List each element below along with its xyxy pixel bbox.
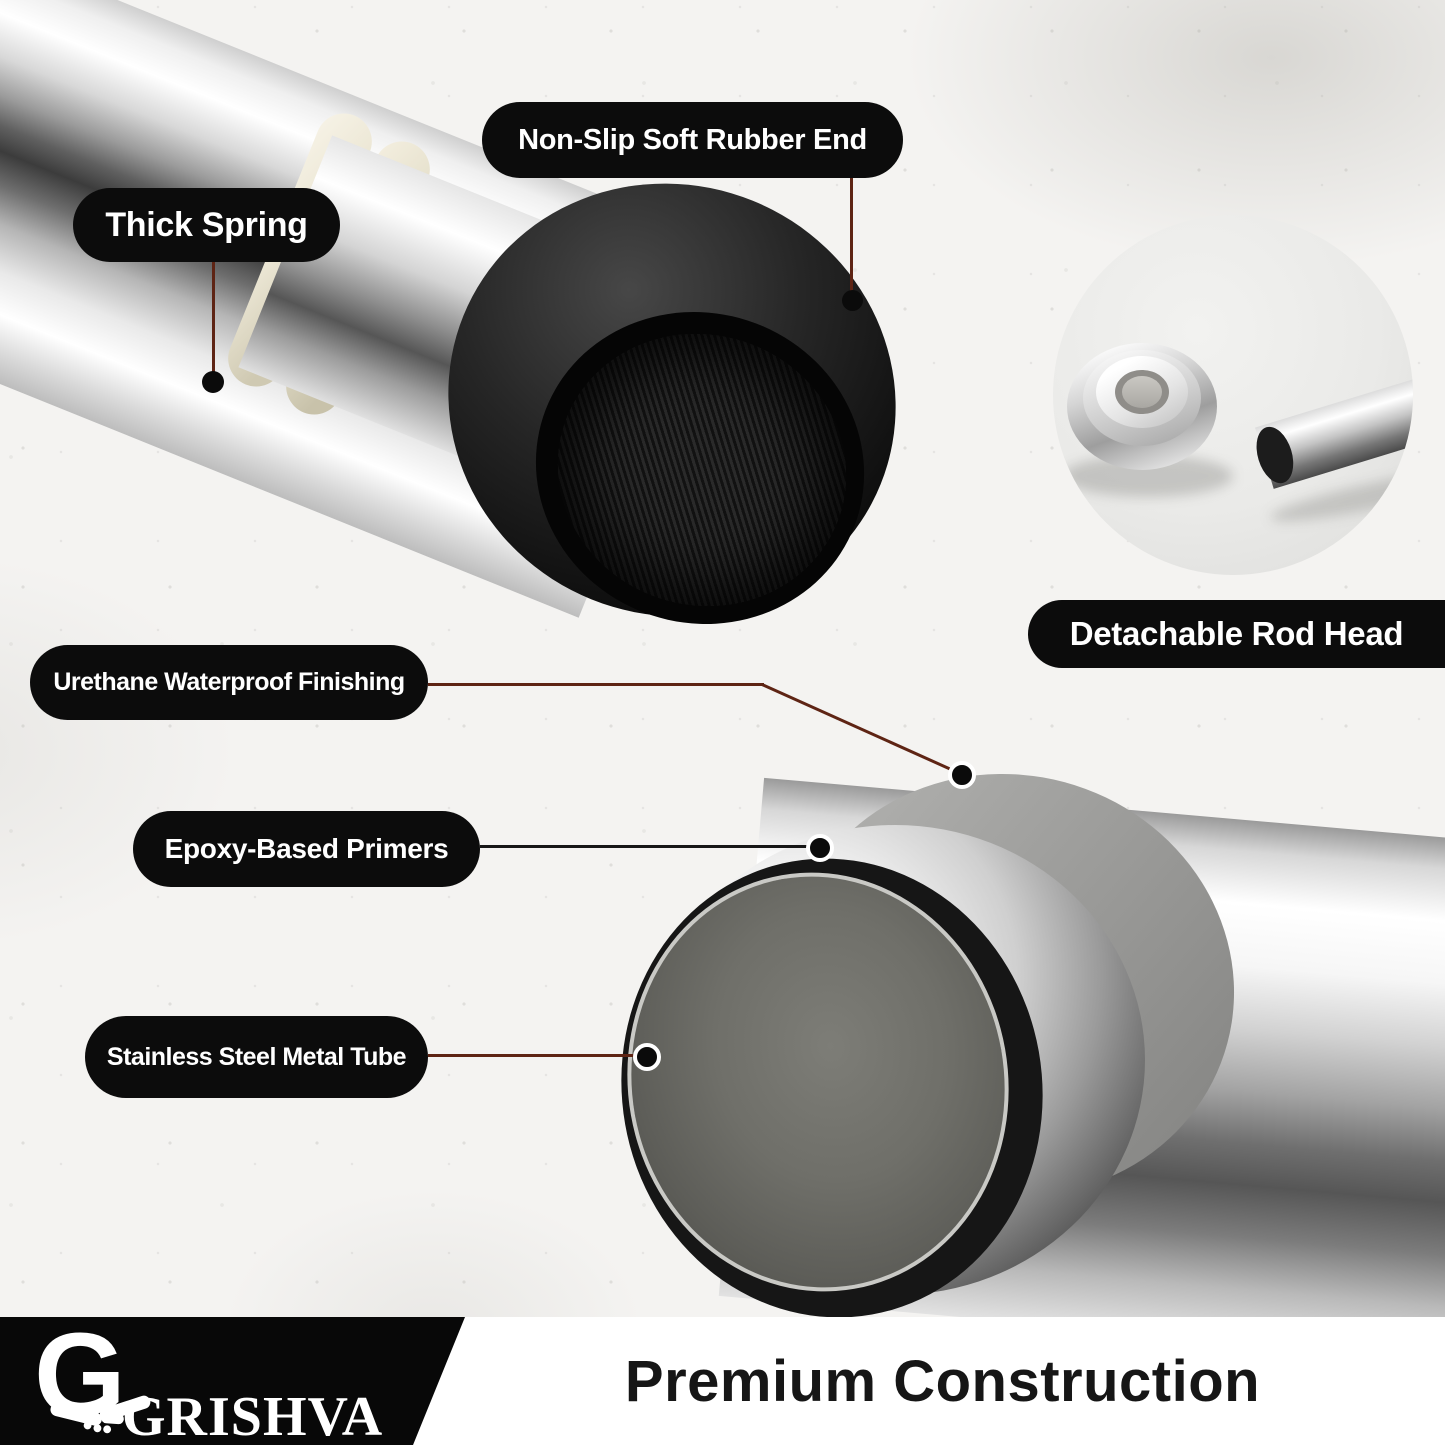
brand-name: GRISHVA	[122, 1386, 384, 1445]
callout-non-slip: Non-Slip Soft Rubber End	[482, 102, 903, 178]
footer-title: Premium Construction	[624, 1348, 1261, 1414]
footer-title-wrap: Premium Construction	[440, 1317, 1445, 1445]
footer-logo-panel: G GRISHVA	[0, 1317, 465, 1445]
rod-tip	[1250, 369, 1413, 489]
dot-urethane	[948, 761, 976, 789]
lead-urethane-diag	[761, 683, 962, 776]
handshake-icon	[50, 1395, 151, 1434]
dot-stainless	[633, 1043, 661, 1071]
lead-thick-spring	[212, 262, 215, 372]
lead-stainless	[428, 1054, 648, 1057]
dot-epoxy	[806, 834, 834, 862]
flange-hole	[1122, 376, 1162, 408]
rod-head-inset	[1053, 215, 1413, 575]
callout-thick-spring: Thick Spring	[73, 188, 340, 262]
footer-bar: G GRISHVA Premium Construction	[0, 1317, 1445, 1445]
lead-non-slip	[850, 178, 853, 292]
lead-urethane-h	[428, 683, 764, 686]
lead-epoxy	[480, 845, 820, 848]
dot-thick-spring	[202, 371, 224, 393]
callout-epoxy: Epoxy-Based Primers	[133, 811, 480, 887]
callout-stainless: Stainless Steel Metal Tube	[85, 1016, 428, 1098]
dot-non-slip	[842, 290, 863, 311]
rod-tip-cap	[1250, 422, 1300, 488]
callout-detachable: Detachable Rod Head	[1028, 600, 1445, 668]
callout-urethane: Urethane Waterproof Finishing	[30, 645, 428, 720]
